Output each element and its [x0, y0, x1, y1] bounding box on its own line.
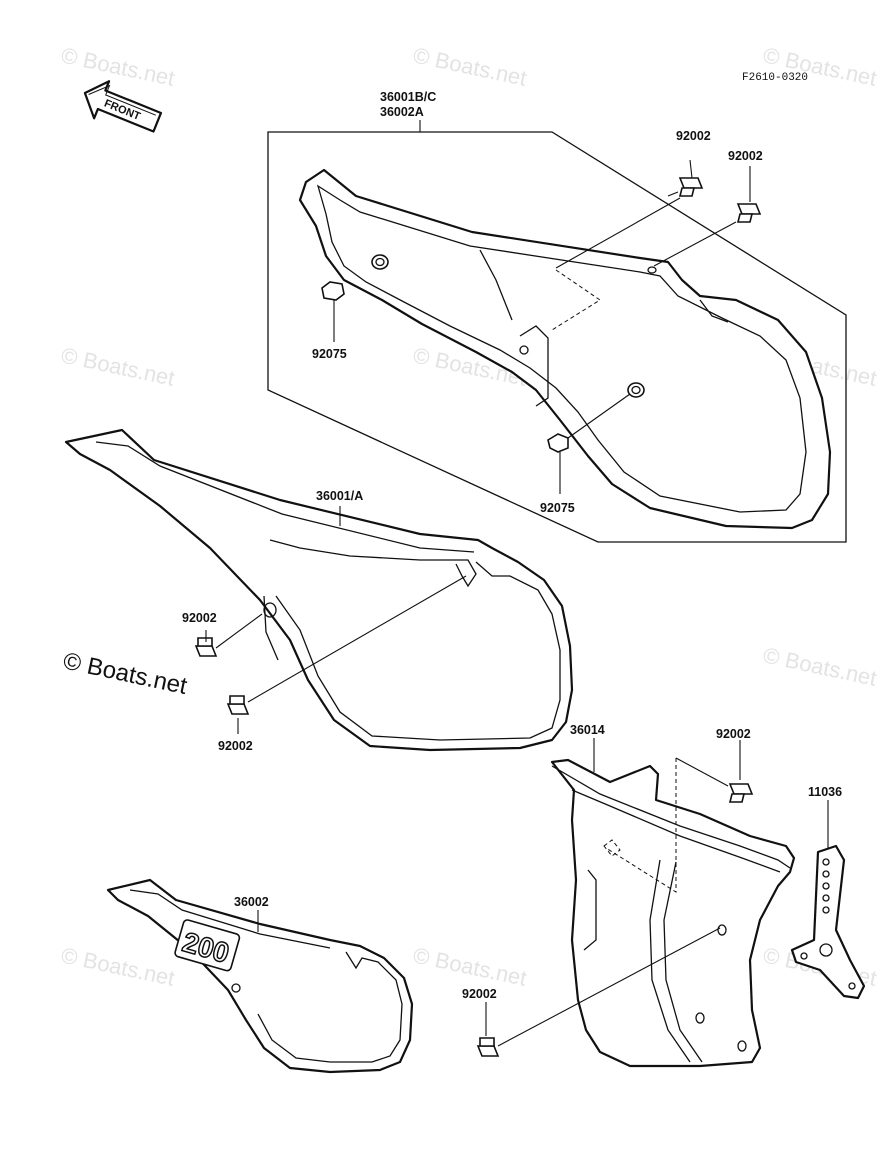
- label-grommet-a: 92075: [312, 347, 347, 361]
- watermark-text: © Boats.net: [411, 942, 529, 990]
- watermark-text: © Boats.net: [59, 342, 177, 390]
- label-rear-bolt: 92002: [716, 727, 751, 741]
- label-left-bolt-a: 92002: [182, 611, 217, 625]
- cover-set-frame: [267, 131, 847, 543]
- watermark-text: © Boats.net: [59, 942, 177, 990]
- front-arrow-icon: FRONT: [83, 80, 163, 133]
- side-cover-right: [298, 168, 832, 530]
- bolt-top-b: [736, 203, 762, 223]
- rear-cover: [550, 758, 796, 1068]
- label-small-cover: 36002: [234, 895, 269, 909]
- label-rear-cover: 36014: [570, 723, 605, 737]
- label-grommet-b: 92075: [540, 501, 575, 515]
- grommet-mid-a: [627, 382, 645, 398]
- side-cover-left: [64, 428, 574, 752]
- label-bracket: 11036: [808, 785, 842, 799]
- watermark-text: © Boats.net: [761, 642, 879, 690]
- grommet-top-b: [321, 281, 345, 301]
- grommet-top-a: [371, 254, 389, 270]
- label-bolt-a: 92002: [676, 129, 711, 143]
- watermark-text: © Boats.net: [411, 42, 529, 90]
- bolt-left-b: [226, 695, 250, 715]
- bracket: [790, 844, 866, 1000]
- label-cover-set-line1: 36001B/C: [380, 90, 436, 104]
- watermark-text: © Boats.net: [59, 42, 177, 90]
- label-cover-set-line2: 36002A: [380, 105, 424, 119]
- bolt-small-cover: [476, 1037, 500, 1057]
- label-left-cover: 36001/A: [316, 489, 363, 503]
- watermark-main: © Boats.net: [61, 647, 190, 700]
- label-small-cover-bolt: 92002: [462, 987, 497, 1001]
- bolt-rear-a: [728, 783, 754, 803]
- bolt-top-a: [667, 177, 704, 197]
- bolt-left-a: [194, 637, 218, 657]
- diagram-code: F2610-0320: [742, 72, 808, 84]
- grommet-mid-b: [547, 433, 569, 453]
- label-bolt-b: 92002: [728, 149, 763, 163]
- leader-bolt-a: [689, 159, 693, 179]
- label-left-bolt-b: 92002: [218, 739, 253, 753]
